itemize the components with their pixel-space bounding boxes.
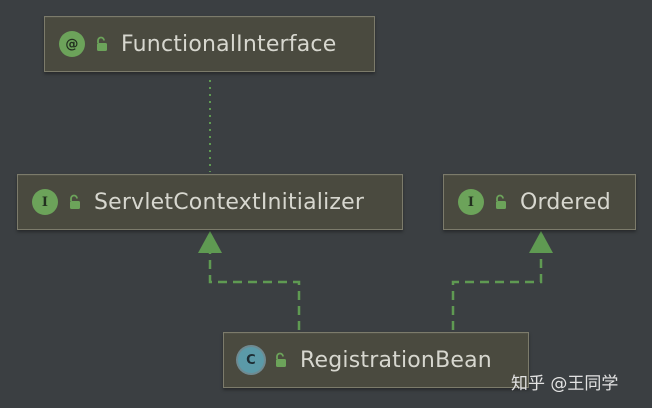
node-label: FunctionalInterface: [121, 31, 337, 57]
implements-edge-servlet: [208, 252, 301, 330]
node-registration-bean[interactable]: C RegistrationBean: [223, 332, 529, 388]
node-servlet-context-initializer[interactable]: I ServletContextInitializer: [17, 174, 403, 230]
open-lock-icon: [276, 352, 286, 367]
watermark: 知乎 @王同学: [511, 374, 619, 394]
implements-arrowhead-ordered: [529, 231, 553, 253]
open-lock-icon: [496, 194, 506, 209]
node-label: Ordered: [520, 189, 611, 215]
node-functional-interface[interactable]: @ FunctionalInterface: [44, 16, 375, 72]
class-icon: C: [238, 347, 264, 373]
node-ordered[interactable]: I Ordered: [443, 174, 636, 230]
node-label: ServletContextInitializer: [94, 189, 365, 215]
node-label: RegistrationBean: [300, 347, 492, 373]
open-lock-icon: [97, 36, 107, 51]
implements-edge-ordered: [451, 252, 543, 330]
interface-icon: I: [458, 189, 484, 215]
interface-icon: I: [32, 189, 58, 215]
annotation-icon: @: [59, 31, 85, 57]
open-lock-icon: [70, 194, 80, 209]
implements-arrowhead-servlet: [198, 231, 222, 253]
